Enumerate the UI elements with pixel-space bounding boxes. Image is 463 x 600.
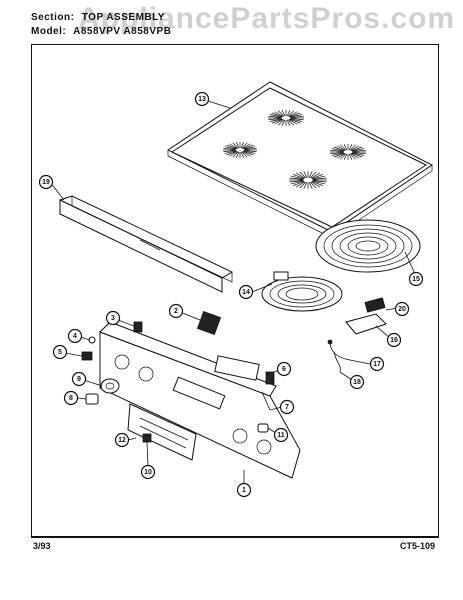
- section-label: Section:: [31, 12, 75, 23]
- model-label: Model:: [31, 26, 67, 37]
- section-value: TOP ASSEMBLY: [81, 12, 165, 23]
- callout-16: 16: [386, 332, 402, 348]
- callout-11: 11: [273, 427, 289, 443]
- callout-6: 6: [276, 361, 292, 377]
- callout-label: 13: [198, 96, 206, 103]
- callout-9: 9: [71, 371, 87, 387]
- callout-19: 19: [38, 174, 54, 190]
- control-panel: [99, 321, 301, 479]
- callout-label: 1: [242, 487, 246, 494]
- cooktop-top: [167, 81, 433, 239]
- section-line: Section: TOP ASSEMBLY: [31, 12, 165, 23]
- small-part-10: [142, 433, 152, 443]
- small-part-5: [81, 351, 93, 361]
- callout-12: 12: [114, 432, 130, 448]
- callout-label: 17: [373, 361, 381, 368]
- callout-4: 4: [67, 328, 83, 344]
- small-part-11: [257, 423, 269, 433]
- rear-trim-bar: [58, 195, 234, 293]
- callout-label: 14: [242, 289, 250, 296]
- small-surface-element: [261, 271, 343, 312]
- header: Section: TOP ASSEMBLY Model: A858VPV A85…: [31, 6, 441, 44]
- callout-label: 6: [282, 366, 286, 373]
- wire-harness: [327, 339, 351, 373]
- leader-lines: [49, 99, 417, 484]
- callout-5: 5: [52, 344, 68, 360]
- small-part-7: [261, 391, 271, 411]
- callout-label: 2: [174, 308, 178, 315]
- callout-label: 3: [111, 315, 115, 322]
- callout-label: 12: [118, 437, 126, 444]
- knob-part-9: [100, 378, 120, 394]
- callout-3: 3: [105, 310, 121, 326]
- element-receptacle: [345, 297, 387, 335]
- callout-label: 19: [42, 179, 50, 186]
- callout-10: 10: [140, 464, 156, 480]
- small-part-6: [265, 371, 275, 385]
- callout-7: 7: [279, 399, 295, 415]
- callout-label: 8: [69, 395, 73, 402]
- callout-label: 15: [412, 276, 420, 283]
- callout-1: 1: [236, 482, 252, 498]
- callout-15: 15: [408, 271, 424, 287]
- large-surface-element: [315, 219, 421, 273]
- callout-18: 18: [349, 374, 365, 390]
- burner-pattern: [330, 144, 366, 160]
- callout-label: 7: [285, 404, 289, 411]
- callout-13: 13: [194, 91, 210, 107]
- revision-date: 3/93: [33, 541, 51, 551]
- footer: 3/93 CT5-109: [31, 537, 439, 554]
- callout-label: 9: [77, 376, 81, 383]
- callout-2: 2: [168, 303, 184, 319]
- callout-20: 20: [394, 301, 410, 317]
- callout-label: 10: [144, 469, 152, 476]
- model-value: A858VPV A858VPB: [73, 26, 172, 37]
- burner-pattern: [223, 142, 257, 158]
- callout-label: 5: [58, 349, 62, 356]
- callout-label: 16: [390, 337, 398, 344]
- burner-pattern: [268, 110, 304, 126]
- callout-14: 14: [238, 284, 254, 300]
- diagram-frame: [31, 44, 439, 537]
- diagram-code: CT5-109: [399, 541, 435, 551]
- switch-block: [196, 310, 222, 336]
- callout-label: 18: [353, 379, 361, 386]
- model-line: Model: A858VPV A858VPB: [31, 26, 171, 37]
- knob-part-8: [85, 393, 99, 405]
- watermark: AppliancePartsPros.com: [78, 2, 456, 35]
- callout-label: 20: [398, 306, 406, 313]
- small-part-3: [133, 321, 143, 333]
- clock-overlay: [127, 403, 197, 461]
- callout-label: 11: [277, 432, 285, 439]
- burner-pattern: [289, 171, 327, 189]
- callout-8: 8: [63, 390, 79, 406]
- callout-label: 4: [73, 333, 77, 340]
- callout-17: 17: [369, 356, 385, 372]
